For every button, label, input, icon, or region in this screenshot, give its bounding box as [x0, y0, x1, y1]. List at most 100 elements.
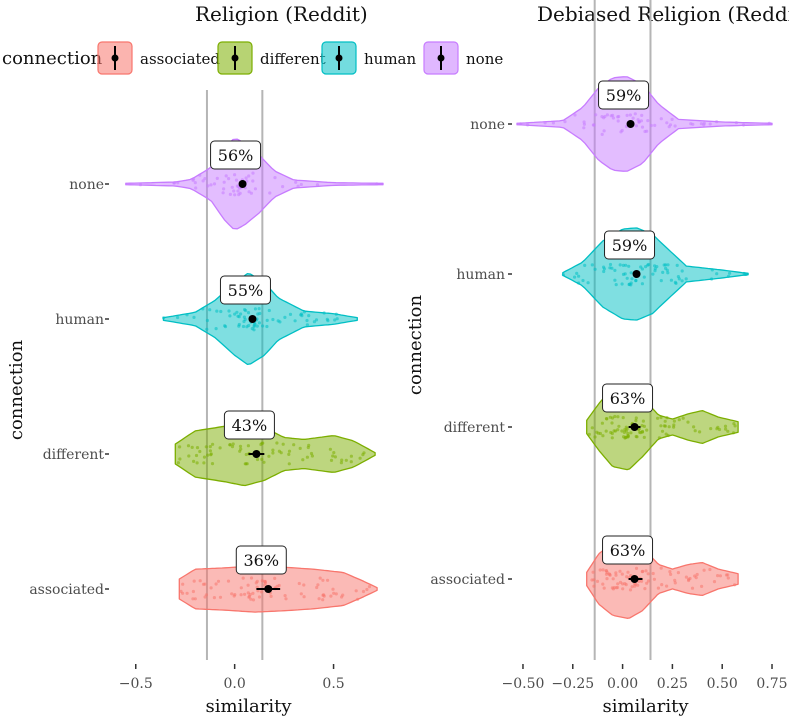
jitter-point — [626, 431, 630, 436]
jitter-point — [610, 436, 614, 440]
jitter-point — [582, 126, 586, 130]
jitter-point — [301, 458, 305, 462]
jitter-point — [649, 123, 653, 128]
jitter-point — [299, 182, 303, 187]
jitter-point — [663, 419, 667, 423]
legend-label-human: human — [364, 50, 416, 68]
jitter-point — [287, 449, 292, 453]
jitter-point — [223, 325, 228, 329]
jitter-point — [656, 586, 661, 590]
violin-none: 56% — [125, 138, 384, 230]
jitter-point — [198, 449, 202, 454]
jitter-point — [694, 576, 698, 580]
jitter-point — [316, 583, 320, 587]
jitter-point — [577, 281, 581, 285]
jitter-point — [305, 318, 309, 323]
mean-point-different — [252, 450, 261, 458]
jitter-point — [699, 122, 704, 126]
jitter-point — [257, 307, 261, 311]
jitter-point — [307, 314, 311, 318]
jitter-point — [731, 431, 736, 435]
jitter-point — [234, 178, 239, 182]
jitter-point — [276, 319, 280, 323]
jitter-point — [255, 324, 259, 328]
jitter-point — [228, 443, 232, 447]
jitter-point — [709, 427, 713, 431]
y-axis-label: connection — [405, 294, 426, 395]
legend-entry-none: none — [423, 41, 503, 75]
jitter-point — [332, 591, 336, 595]
jitter-point — [215, 176, 219, 180]
jitter-points-associated — [179, 576, 372, 602]
jitter-point — [185, 313, 189, 317]
jitter-point — [208, 308, 212, 312]
jitter-point — [307, 443, 311, 447]
jitter-point — [666, 271, 670, 275]
x-tick-label: 0.75 — [756, 676, 787, 692]
jitter-point — [611, 577, 615, 581]
jitter-point — [243, 592, 247, 596]
jitter-point — [257, 321, 261, 325]
jitter-point — [634, 278, 638, 283]
percent-label-box — [210, 140, 262, 170]
jitter-point — [245, 179, 249, 183]
jitter-point — [245, 325, 249, 329]
jitter-point — [640, 570, 644, 574]
jitter-point — [593, 267, 597, 271]
percent-label-different: 63% — [610, 389, 646, 408]
jitter-point — [246, 444, 250, 448]
jitter-point — [191, 597, 195, 601]
jitter-point — [239, 593, 243, 597]
jitter-point — [702, 568, 706, 572]
x-tick-label: 0.0 — [224, 676, 246, 692]
jitter-point — [259, 590, 263, 594]
mean-point-associated — [630, 575, 639, 583]
jitter-point — [573, 113, 577, 117]
jitter-point — [634, 566, 639, 571]
jitter-point — [271, 317, 275, 322]
jitter-point — [230, 445, 235, 449]
jitter-point — [613, 429, 618, 433]
jitter-point — [328, 447, 332, 451]
jitter-point — [629, 431, 633, 435]
jitter-point — [645, 428, 649, 432]
mean-point-none — [626, 120, 635, 128]
jitter-point — [176, 315, 180, 320]
jitter-point — [275, 441, 279, 445]
jitter-point — [246, 311, 251, 315]
jitter-point — [172, 181, 177, 185]
violin-human: 55% — [162, 272, 358, 366]
x-tick-label: 0.50 — [707, 676, 738, 692]
jitter-point — [708, 122, 712, 126]
jitter-point — [246, 591, 250, 595]
x-tick-label: 0.00 — [607, 676, 638, 692]
jitter-point — [698, 430, 702, 434]
jitter-point — [251, 598, 256, 602]
jitter-point — [591, 123, 596, 127]
jitter-point — [551, 121, 556, 125]
jitter-point — [666, 433, 670, 438]
jitter-point — [358, 456, 362, 460]
jitter-point — [361, 589, 366, 594]
jitter-point — [625, 113, 629, 117]
jitter-point — [218, 446, 222, 450]
jitter-point — [673, 581, 677, 585]
jitter-point — [643, 129, 647, 134]
jitter-point — [273, 576, 277, 581]
jitter-point — [716, 574, 720, 578]
jitter-point — [296, 184, 300, 188]
jitter-point — [178, 457, 182, 461]
jitter-point — [598, 568, 602, 572]
jitter-point — [281, 185, 285, 189]
jitter-point — [595, 579, 600, 584]
jitter-point — [204, 445, 208, 449]
jitter-point — [340, 458, 344, 462]
jitter-point — [718, 574, 723, 578]
percent-label-human: 59% — [612, 236, 648, 255]
jitter-point — [664, 263, 668, 267]
jitter-point — [237, 315, 241, 319]
jitter-point — [669, 572, 673, 577]
jitter-point — [627, 264, 631, 268]
jitter-point — [613, 414, 617, 419]
jitter-point — [621, 582, 625, 586]
